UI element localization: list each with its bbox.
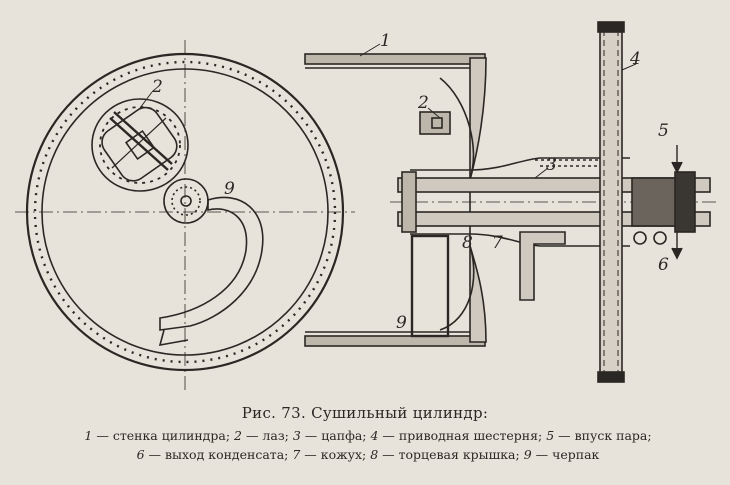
label-8: 8 <box>462 233 473 253</box>
cylinder-wall-bottom <box>304 335 486 347</box>
legend-item: 2 — лаз; <box>234 428 289 443</box>
label-7: 7 <box>492 233 503 253</box>
label-1: 1 <box>380 31 391 51</box>
drying-cylinder-drawing: 1 2 2 3 4 5 6 7 8 9 9 <box>15 21 720 390</box>
label-9-end: 9 <box>224 179 235 199</box>
label-2-end: 2 <box>151 77 163 97</box>
legend-item: 9 — черпак <box>523 447 600 462</box>
label-6: 6 <box>658 255 669 275</box>
legend-item: 6 — выход конденсата; <box>136 447 289 462</box>
legend-item: 4 — приводная шестерня; <box>370 428 543 443</box>
legend-item: 8 — торцевая крышка; <box>370 447 520 462</box>
legend-item: 1 — стенка цилиндра; <box>84 428 231 443</box>
manhole-cover <box>91 98 189 192</box>
casing <box>519 231 566 301</box>
label-4: 4 <box>629 49 641 69</box>
legend-item: 3 — цапфа; <box>292 428 367 443</box>
label-9-section: 9 <box>396 313 407 333</box>
drive-gear <box>597 21 625 383</box>
steam-head <box>631 145 696 260</box>
label-3: 3 <box>546 155 557 175</box>
label-2-section: 2 <box>417 93 429 113</box>
legend-item: 7 — кожух; <box>292 447 367 462</box>
cylinder-wall-top <box>304 53 486 65</box>
scoop-spiral <box>158 178 264 347</box>
figure-caption-title: Рис. 73. Сушильный цилиндр: <box>241 404 489 422</box>
legend-item: 5 — впуск пара; <box>546 428 652 443</box>
end-cover <box>469 57 487 343</box>
scoop-section <box>410 234 450 338</box>
section-view <box>139 21 720 383</box>
end-view <box>15 40 355 390</box>
figure-legend: 1 — стенка цилиндра; 2 — лаз; 3 — цапфа;… <box>28 426 708 464</box>
label-5: 5 <box>658 121 669 141</box>
